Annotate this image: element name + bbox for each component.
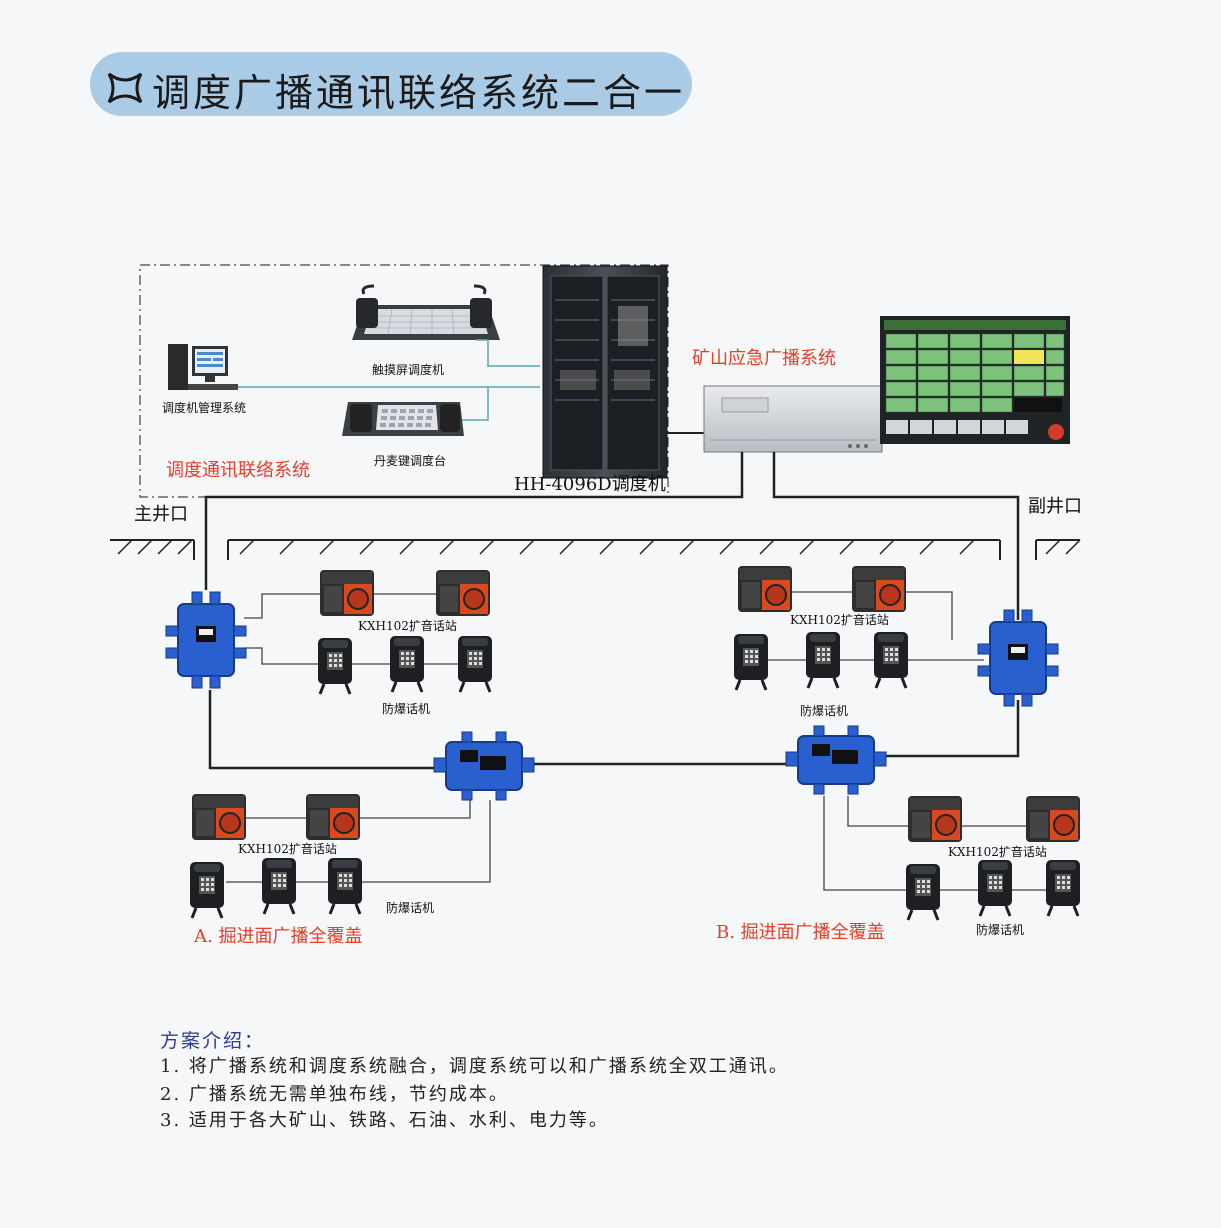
explosion-phone-icon: [976, 858, 1014, 918]
emergency-broadcast-label: 矿山应急广播系统: [692, 348, 836, 369]
main-shaft-label: 主井口: [134, 504, 188, 525]
broadcast-host-icon: [703, 385, 883, 453]
speaker-station-icon: [305, 793, 361, 841]
explosion-phone-label: 防爆话机: [800, 704, 849, 718]
touch-dispatcher-icon: [352, 284, 500, 340]
speaker-station-icon: [907, 795, 963, 843]
speaker-station-label: KXH102扩音话站: [948, 845, 1047, 859]
explosion-phone-icon: [326, 856, 364, 916]
intro-item: 1. 将广播系统和调度系统融合，调度系统可以和广播系统全双工通讯。: [160, 1056, 789, 1077]
speaker-station-icon: [319, 569, 375, 617]
satellite-icon: [107, 72, 143, 104]
coverage-b-label: B. 掘进面广播全覆盖: [716, 922, 885, 943]
speaker-station-icon: [435, 569, 491, 617]
explosion-phone-label: 防爆话机: [382, 702, 431, 716]
dispatcher-model-label: HH-4096D调度机: [514, 474, 666, 495]
explosion-phone-label: 防爆话机: [976, 923, 1025, 937]
ground-surface: [110, 539, 1080, 560]
explosion-phone-icon: [388, 634, 426, 694]
mgmt-system-label: 调度机管理系统: [162, 401, 247, 415]
explosion-phone-icon: [316, 636, 354, 696]
speaker-station-icon: [851, 565, 907, 613]
speaker-station-icon: [191, 793, 247, 841]
intro-heading: 方案介绍：: [160, 1030, 266, 1052]
intro-item: 3. 适用于各大矿山、铁路、石油、水利、电力等。: [160, 1110, 609, 1131]
dispatcher-cabinet-icon: [542, 265, 668, 479]
explosion-phone-icon: [1044, 858, 1082, 918]
explosion-phone-icon: [804, 630, 842, 690]
explosion-phone-icon: [188, 860, 226, 920]
explosion-phone-icon: [456, 634, 494, 694]
speaker-station-label: KXH102扩音话站: [238, 842, 337, 856]
touch-dispatcher-label: 触摸屏调度机: [372, 363, 445, 377]
speaker-station-label: KXH102扩音话站: [358, 619, 457, 633]
explosion-phone-icon: [732, 632, 770, 692]
explosion-phone-icon: [904, 862, 942, 922]
broadcast-screen-icon: [880, 316, 1070, 444]
title-banner: [90, 52, 692, 116]
junction-box-main: [165, 591, 247, 689]
junction-box-b: [785, 725, 887, 795]
junction-box-aux: [977, 609, 1059, 707]
speaker-station-label: KXH102扩音话站: [790, 613, 889, 627]
coverage-a-label: A. 掘进面广播全覆盖: [194, 926, 363, 947]
speaker-station-icon: [737, 565, 793, 613]
danish-console-label: 丹麦键调度台: [374, 454, 447, 468]
explosion-phone-icon: [260, 856, 298, 916]
junction-box-a: [433, 731, 535, 801]
explosion-phone-icon: [872, 630, 910, 690]
page-title: 调度广播通讯联络系统二合一: [152, 71, 686, 115]
speaker-station-icon: [1025, 795, 1081, 843]
computer-icon: [168, 344, 238, 390]
intro-item: 2. 广播系统无需单独布线，节约成本。: [160, 1084, 509, 1105]
dispatch-system-label: 调度通讯联络系统: [166, 460, 310, 481]
danish-console-icon: [342, 402, 464, 436]
aux-shaft-label: 副井口: [1028, 496, 1082, 517]
explosion-phone-label: 防爆话机: [386, 901, 435, 915]
